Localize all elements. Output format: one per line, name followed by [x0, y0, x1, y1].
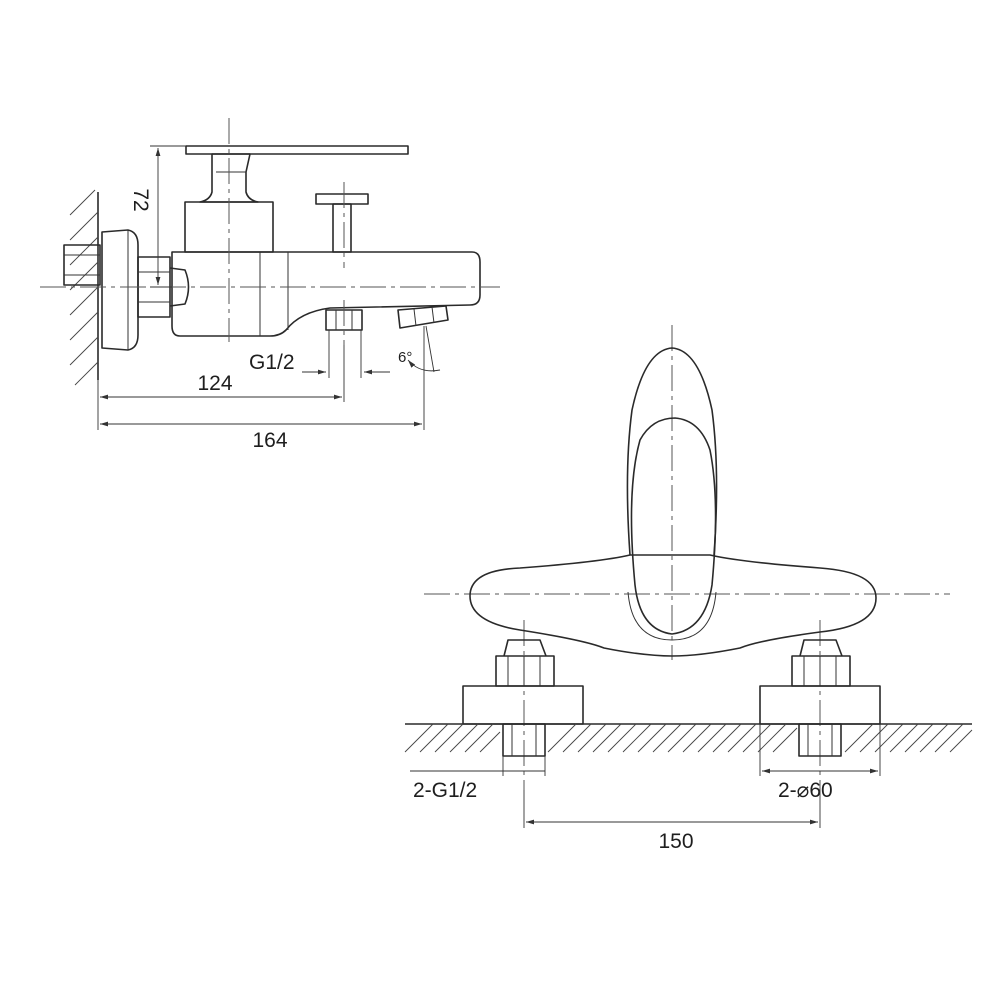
angle-label: 6° [398, 349, 412, 366]
mixer-base-body [469, 554, 877, 657]
side-view: 72 G1/2 6° 124 164 [40, 118, 500, 452]
height-dimension: 72 [129, 145, 186, 288]
total-label: 164 [252, 429, 287, 452]
right-nut [791, 639, 851, 687]
left-nut [495, 639, 555, 687]
spout-aerator [397, 305, 449, 329]
length-label: 124 [197, 372, 232, 395]
wall-flange [101, 229, 139, 351]
lever-handle-inner [630, 417, 717, 635]
center-distance-dimension: 150 [523, 790, 821, 853]
wall-pipe-stub [63, 244, 101, 286]
wall-hatching [69, 189, 99, 386]
diverter-knob [315, 193, 369, 205]
front-wall-hatching [404, 723, 973, 753]
diverter-stem [332, 203, 352, 253]
front-view: 2-G1/2 2-⌀60 150 [404, 325, 973, 853]
lever-plate [185, 145, 409, 155]
height-label: 72 [129, 188, 152, 211]
total-dimension: 164 [100, 421, 422, 452]
flange-label: 2-⌀60 [778, 779, 833, 802]
flange-dimension: 2-⌀60 [759, 724, 881, 802]
lever-handle-outer [626, 347, 718, 556]
left-flange [462, 685, 584, 725]
length-dimension: 124 [97, 345, 345, 430]
connection-label: 2-G1/2 [413, 779, 477, 802]
mixer-body [171, 251, 481, 337]
inlet-label: G1/2 [249, 351, 295, 374]
center-distance-label: 150 [658, 830, 693, 853]
handle-stem [199, 153, 259, 203]
right-pipe [798, 723, 842, 757]
left-pipe [502, 723, 546, 757]
connection-dimension: 2-G1/2 [410, 756, 546, 802]
inlet-dimension: G1/2 [249, 330, 390, 378]
angle-dimension: 6° [398, 325, 441, 430]
